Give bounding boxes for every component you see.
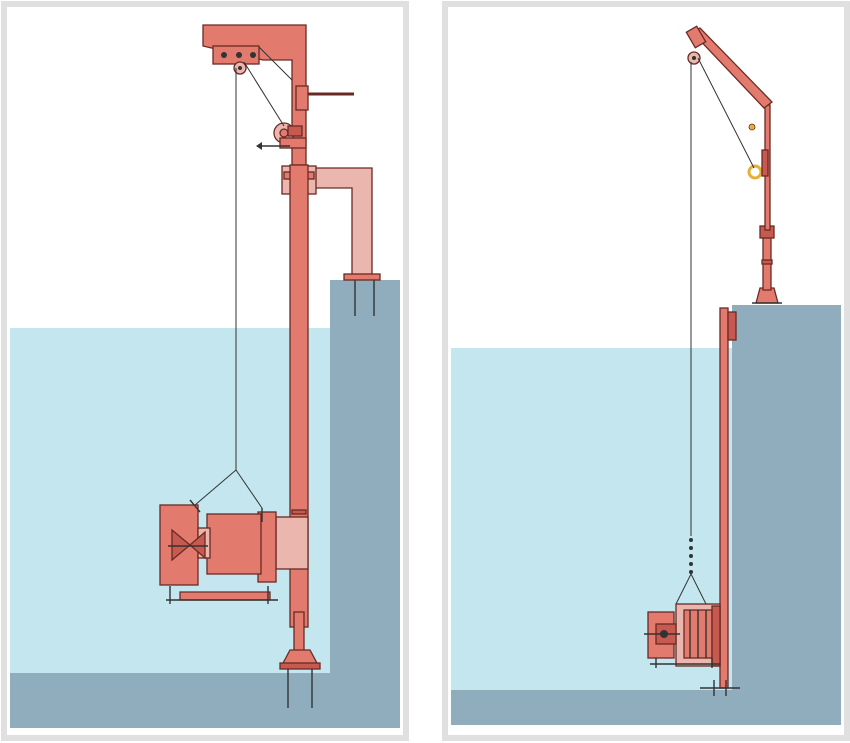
arm-base-plate (343, 273, 381, 281)
yellow-hook-icon (747, 164, 763, 180)
panel-left (1, 1, 409, 741)
tank-floor-right (451, 690, 841, 725)
propeller-blade (171, 528, 192, 562)
panel-right (442, 1, 850, 741)
motor-body (206, 513, 262, 575)
submersible-mixer-right (644, 603, 721, 668)
lifting-chain (689, 538, 693, 574)
tank-floor-left (10, 673, 400, 728)
rail-top-bracket (727, 311, 737, 341)
wall-anchor-bolts (354, 276, 375, 316)
winch (256, 122, 307, 150)
submersible-mixer-left (159, 499, 309, 604)
jib-cable (697, 57, 755, 169)
guide-rail (719, 307, 729, 689)
jib-crane (685, 25, 782, 304)
floor-anchor-bolts (287, 669, 313, 708)
tank-wall-right (732, 305, 841, 725)
tank-wall-left (330, 280, 400, 710)
winch-cable (243, 61, 285, 127)
